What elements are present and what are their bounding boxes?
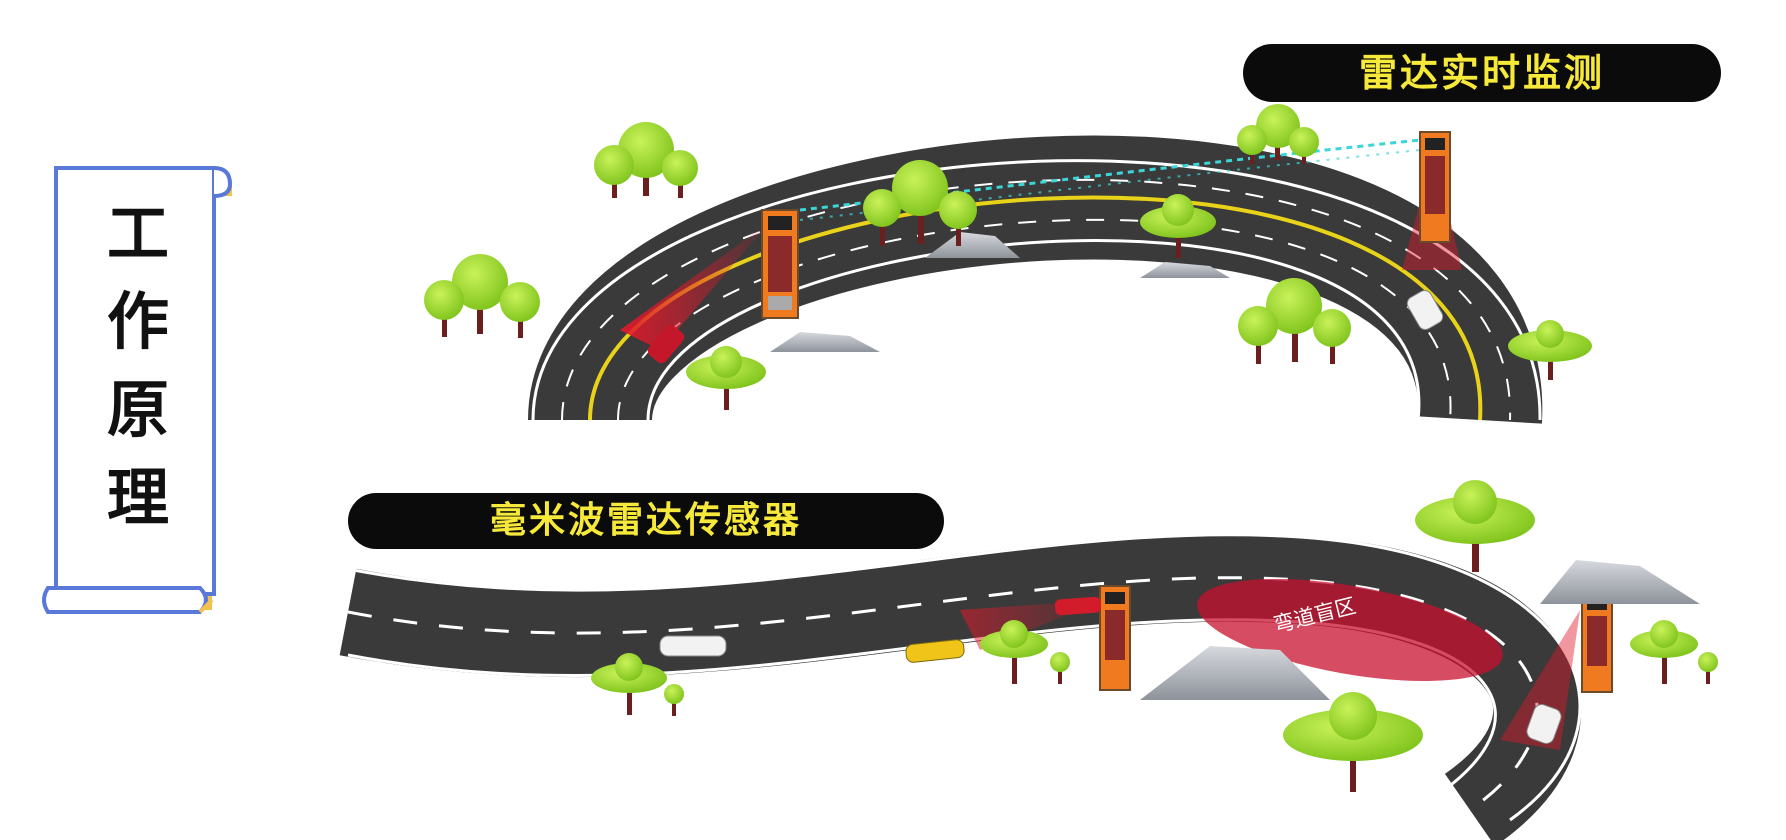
radar-post-top-right xyxy=(1402,131,1462,270)
tree-cluster-12 xyxy=(1283,692,1423,792)
car-white-bottom-left xyxy=(659,635,727,657)
title-scroll xyxy=(42,166,233,614)
tree-cluster-6 xyxy=(1238,278,1351,364)
tree-cluster-8 xyxy=(1508,320,1592,380)
trees xyxy=(424,104,1592,410)
tree-cluster-11 xyxy=(980,620,1070,684)
tree-cluster-5 xyxy=(1140,194,1216,258)
title-char-3: 原 xyxy=(106,373,169,446)
radar-monitoring-label: 雷达实时监测 xyxy=(1243,44,1721,102)
tree-cluster-4 xyxy=(1237,104,1319,164)
bottom-trees xyxy=(591,480,1718,792)
car-white-top xyxy=(1406,289,1444,331)
title-char-4: 理 xyxy=(106,461,169,534)
tree-cluster-13 xyxy=(1630,620,1718,684)
car-white-bottom-right xyxy=(1526,704,1562,744)
tree-cluster-2 xyxy=(424,254,540,338)
tree-cluster-9 xyxy=(1415,480,1535,572)
tree-cluster-1 xyxy=(594,122,698,198)
car-red-bottom xyxy=(1054,596,1102,616)
title-text: 工 作 原 理 xyxy=(98,190,178,542)
title-char-2: 作 xyxy=(106,285,169,358)
car-yellow xyxy=(905,639,965,663)
tree-cluster-7 xyxy=(686,346,766,410)
car-red xyxy=(647,324,685,364)
radar-post-top-left xyxy=(620,209,799,350)
rocks-top xyxy=(770,232,1230,352)
mmwave-sensor-label: 毫米波雷达传感器 xyxy=(348,493,944,549)
tree-cluster-3 xyxy=(863,160,977,246)
rocks-bottom xyxy=(1140,560,1700,700)
tree-cluster-10 xyxy=(591,653,684,716)
title-char-1: 工 xyxy=(106,197,169,270)
